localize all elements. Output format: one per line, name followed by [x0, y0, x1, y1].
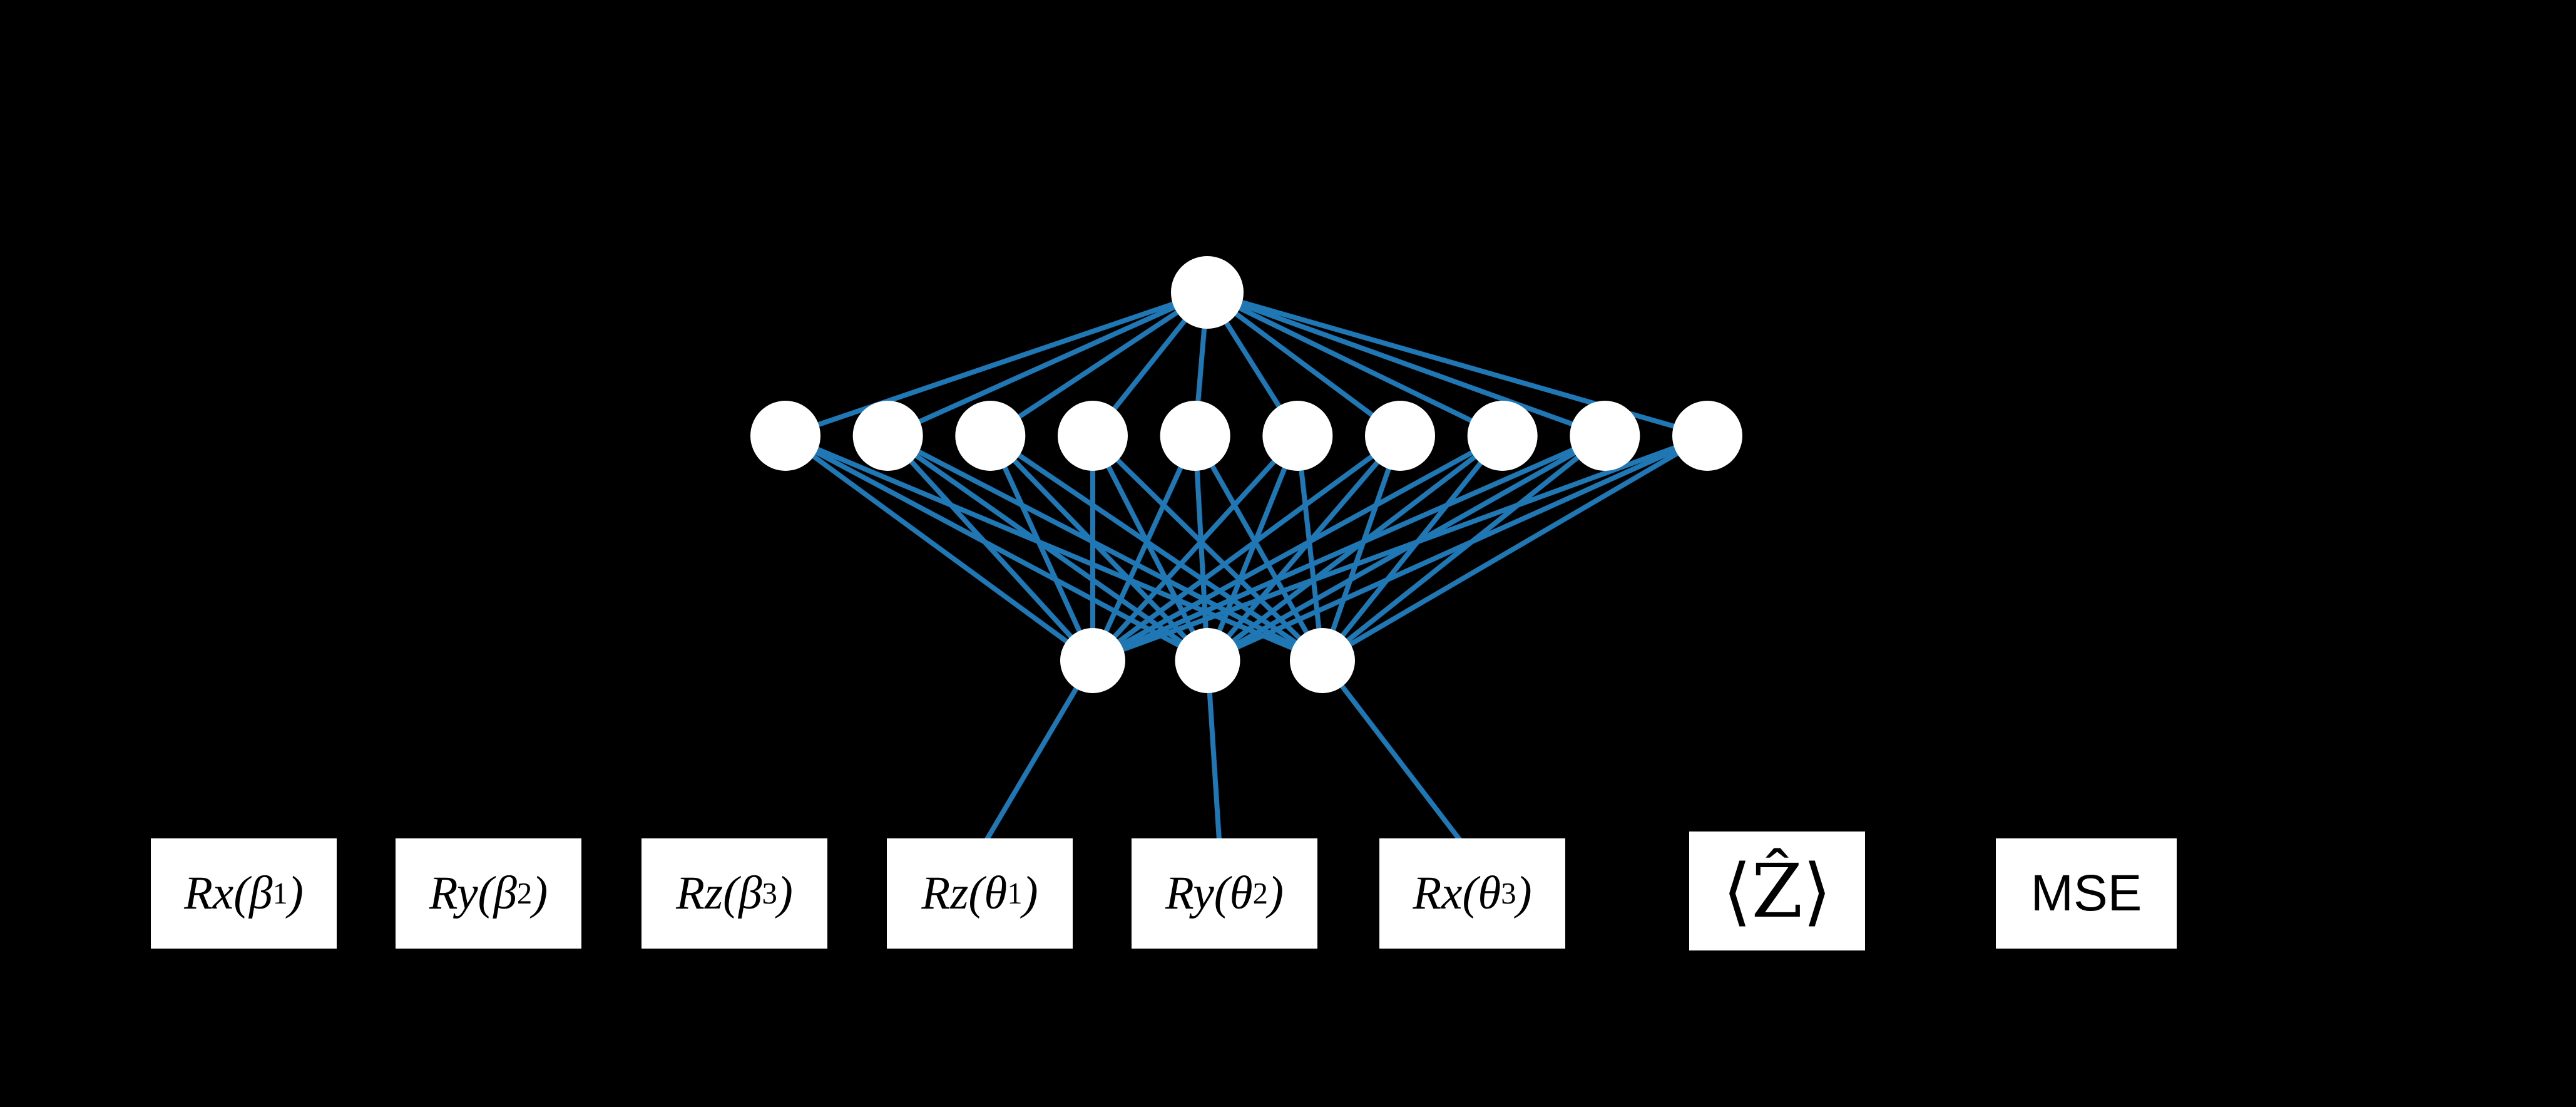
network-edge — [784, 290, 1209, 438]
network-edge — [1206, 290, 1504, 438]
network-node — [1570, 401, 1640, 471]
gate-label-close: ) — [532, 867, 548, 919]
network-node — [1171, 256, 1244, 329]
mse-label: MSE — [2030, 865, 2142, 922]
network-node — [955, 401, 1026, 471]
network-edge — [1320, 434, 1505, 662]
mse-box: MSE — [1996, 838, 2177, 949]
network-edge — [1192, 435, 1210, 661]
network-node — [1290, 628, 1355, 693]
network-edge — [784, 433, 1324, 663]
network-edge — [1205, 290, 1402, 438]
gate-label-close: ) — [1516, 867, 1532, 919]
network-node — [1160, 401, 1230, 471]
network-edge — [989, 290, 1209, 438]
expectation-label: ⟨Ẑ⟩ — [1722, 848, 1832, 934]
network-edge — [988, 434, 1210, 662]
network-node — [1365, 401, 1435, 471]
network-edge — [989, 433, 1324, 663]
gate-label: Ry(β — [429, 867, 517, 919]
network-edge — [887, 290, 1209, 438]
network-node — [852, 401, 923, 471]
gate-label: Rx(θ — [1413, 867, 1501, 919]
expectation-box: ⟨Ẑ⟩ — [1689, 832, 1865, 950]
network-edge — [1091, 434, 1324, 662]
network-node — [1060, 628, 1125, 693]
network-edge — [886, 433, 1324, 663]
network-edge — [1205, 435, 1301, 662]
network-edge — [1206, 433, 1709, 663]
network-node — [1262, 401, 1333, 471]
network-edge — [1321, 433, 1607, 663]
gate-label: Rx(β — [184, 867, 273, 919]
network-edge — [1193, 435, 1325, 662]
gate-label-close: ) — [1022, 867, 1038, 919]
network-edge — [984, 659, 1095, 842]
gate-label: Ry(θ — [1165, 867, 1253, 919]
network-node — [1175, 628, 1240, 693]
network-edge — [886, 434, 1095, 662]
network-node — [1058, 401, 1128, 471]
network-edge — [1091, 433, 1402, 663]
network-edge — [886, 433, 1209, 663]
network-edge — [784, 433, 1209, 663]
network-node — [1672, 401, 1742, 471]
network-edge — [1090, 435, 1198, 662]
network-edge — [988, 435, 1095, 662]
network-edge — [1091, 434, 1300, 662]
network-edge — [1205, 434, 1403, 662]
network-edge — [1091, 433, 1606, 663]
network-edge — [1091, 433, 1504, 663]
network-edge — [1091, 433, 1709, 663]
network-edge — [784, 433, 1095, 663]
network-edge — [1320, 659, 1463, 842]
gate-label: Rz(θ — [921, 867, 1008, 919]
network-edge — [1321, 433, 1709, 663]
network-node — [750, 401, 820, 471]
gate-label: Rz(β — [676, 867, 762, 919]
network-node — [1467, 401, 1538, 471]
gate-label-close: ) — [1267, 867, 1284, 919]
gate-label-close: ) — [287, 867, 304, 919]
gate-label-close: ) — [777, 867, 793, 919]
network-edge — [1206, 290, 1606, 438]
network-edge — [1320, 435, 1403, 662]
network-edge — [1295, 435, 1325, 661]
